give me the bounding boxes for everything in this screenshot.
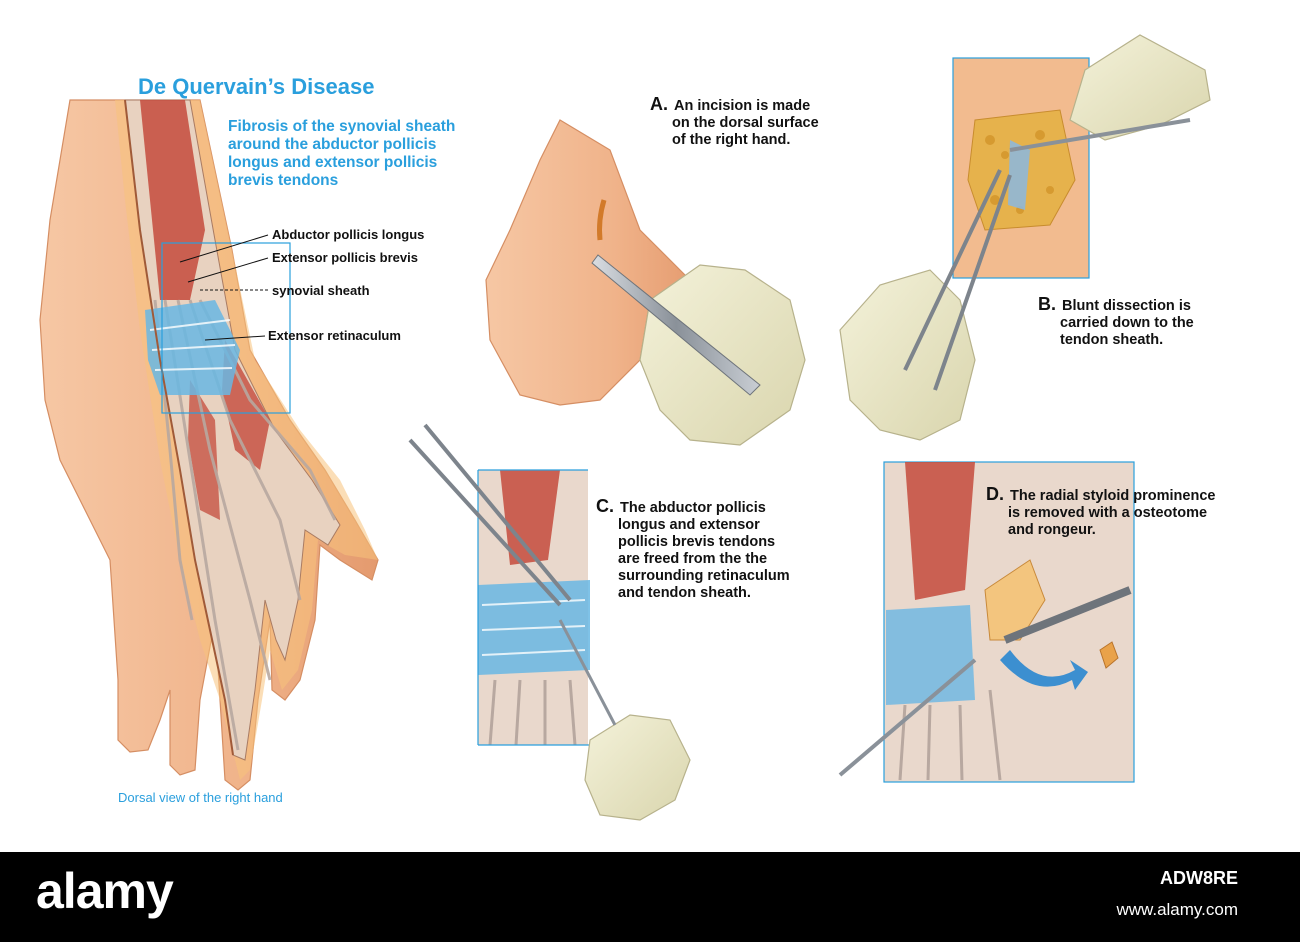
- panel-c-scissors: [408, 423, 572, 607]
- page-title: De Quervain’s Disease: [138, 74, 375, 99]
- panel-d-osteotome: [1003, 586, 1132, 644]
- panel-d-styloid: [984, 559, 1046, 641]
- step-b-text: B.Blunt dissection is carried down to th…: [1038, 294, 1194, 348]
- forearm-muscle: [140, 100, 205, 300]
- page-subtitle: Fibrosis of the synovial sheath around t…: [228, 118, 456, 189]
- step-c-letter: C.: [596, 496, 614, 516]
- retinaculum-fibers: [149, 319, 236, 371]
- cutaway-edge: [124, 99, 234, 756]
- panel-c-fibers: [481, 599, 586, 656]
- step-a-text: A.An incision is made on the dorsal surf…: [650, 94, 819, 148]
- panel-c-probe: [558, 619, 617, 726]
- image-id: ADW8RE: [1159, 868, 1238, 888]
- panel-a-illustration: [485, 119, 806, 446]
- panel-b-upper-glove: [1069, 34, 1211, 141]
- label-synovial-sheath: synovial sheath: [272, 283, 370, 298]
- panel-b-scissors: [903, 169, 1012, 391]
- panel-d-arrow: [1000, 650, 1088, 690]
- main-figure-caption: Dorsal view of the right hand: [118, 790, 283, 805]
- callout-box: [161, 242, 291, 414]
- site-url: www.alamy.com: [1116, 900, 1238, 919]
- label-extensor-pollicis-brevis: Extensor pollicis brevis: [272, 250, 418, 265]
- label-abductor-pollicis-longus: Abductor pollicis longus: [272, 227, 425, 242]
- panel-c-glove: [584, 714, 691, 821]
- illustration-canvas: [39, 34, 1211, 821]
- panel-d-tendons: [898, 689, 1002, 781]
- step-c-text: C.The abductor pollicis longus and exten…: [596, 496, 790, 601]
- panel-a-incision: [597, 199, 607, 241]
- step-d-text: D.The radial styloid prominence is remov…: [986, 484, 1216, 538]
- panel-d-retinaculum: [886, 605, 975, 705]
- panel-d-retractor: [838, 658, 977, 777]
- step-b-letter: B.: [1038, 294, 1056, 314]
- panel-c-muscle: [500, 470, 560, 565]
- panel-d-bone-fragment: [1099, 641, 1119, 669]
- panel-c-illustration: [408, 423, 691, 821]
- interosseous-muscle: [188, 380, 220, 520]
- alamy-logo: alamy: [36, 863, 174, 919]
- panel-b-illustration: [839, 34, 1211, 441]
- step-a-letter: A.: [650, 94, 668, 114]
- panel-a-scalpel: [591, 254, 761, 396]
- label-extensor-retinaculum: Extensor retinaculum: [268, 328, 401, 343]
- panel-b-lower-glove: [839, 269, 976, 441]
- watermark-footer: alamy ADW8RE www.alamy.com: [0, 852, 1300, 942]
- leader-lines: [179, 234, 269, 341]
- panel-b-tendon-sheath: [1008, 140, 1030, 210]
- main-hand-illustration: [39, 99, 379, 791]
- panel-b-forceps: [1009, 118, 1191, 152]
- panel-d-illustration: [838, 461, 1135, 783]
- panel-b-fat-tissue: [985, 130, 1054, 214]
- panel-d-muscle: [905, 462, 975, 600]
- step-d-letter: D.: [986, 484, 1004, 504]
- panel-c-tendons: [488, 679, 577, 746]
